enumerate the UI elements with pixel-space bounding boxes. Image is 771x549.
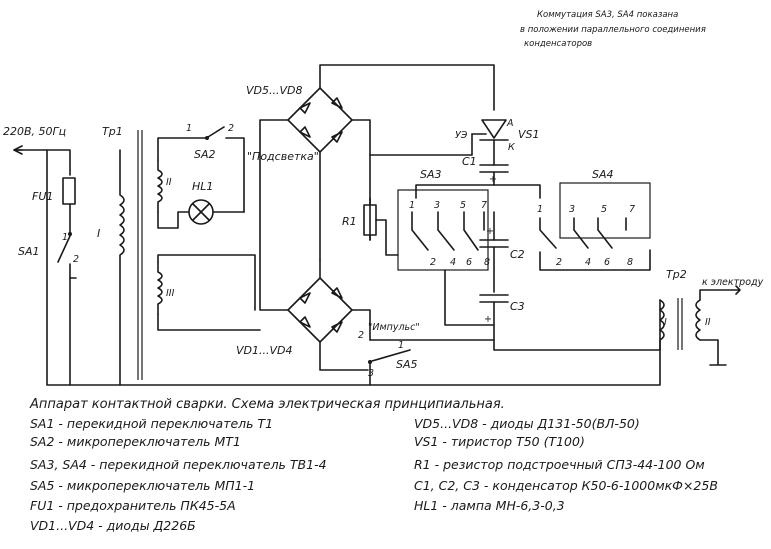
svg-text:R1 - резистор подстроечный СП3: R1 - резистор подстроечный СП3-44-100 Ом	[414, 457, 705, 472]
svg-text:HL1 - лампа МН-6,3-0,3: HL1 - лампа МН-6,3-0,3	[414, 498, 565, 513]
mains-label: 220В, 50Гц	[3, 125, 66, 138]
capacitor-c3: C3 +	[369, 269, 525, 341]
sa2-contact-2: 2	[228, 123, 234, 134]
impuls-label: "Импульс"	[368, 322, 420, 333]
podsvetka-label: "Подсветка"	[247, 150, 319, 163]
svg-text:5: 5	[460, 200, 466, 211]
thyristor-vs1: УЭ А К VS1	[369, 118, 540, 241]
lamp-circuit: 1 2 SA2 "Подсветка" HL1	[157, 123, 319, 229]
svg-text:SA2 - микропереключатель МТ1: SA2 - микропереключатель МТ1	[30, 434, 241, 449]
sa5-label: SA5	[396, 358, 418, 371]
switch-sa1	[57, 235, 71, 263]
svg-text:3: 3	[368, 368, 374, 379]
vd1-vd4-label: VD1...VD4	[236, 344, 292, 357]
switch-sa3: SA3 1 3 5 7 2 4 6 8	[397, 168, 490, 271]
vs1-label: VS1	[518, 128, 540, 141]
switch-sa4: SA4 1 3 5 7 2 4 6 8	[537, 168, 651, 271]
sa3-label: SA3	[420, 168, 442, 181]
transformer-tr1: Тр1 I II III	[97, 125, 175, 386]
tr1-winding-3: III	[166, 288, 175, 299]
sa1-label: SA1	[18, 245, 40, 258]
tr2-label: Тр2	[666, 268, 687, 281]
tr1-winding-1: I	[97, 227, 100, 240]
mains-input: 220В, 50Гц FU1 1 2 SA1	[3, 125, 661, 386]
svg-text:2: 2	[73, 254, 79, 265]
sa5-contact	[371, 349, 411, 362]
svg-text:2: 2	[430, 257, 436, 268]
c3-label: C3	[510, 300, 525, 313]
r1-label: R1	[342, 215, 357, 228]
legend-left: SA1 - перекидной переключатель Т1 SA2 - …	[30, 416, 327, 533]
resistor-r1: R1	[342, 197, 399, 256]
svg-text:1: 1	[62, 232, 68, 243]
svg-text:VS1 - тиристор Т50 (Т100): VS1 - тиристор Т50 (Т100)	[414, 434, 585, 449]
switch-sa2	[207, 126, 225, 138]
tr2-winding-1: I	[664, 317, 667, 328]
kathode-label: К	[508, 142, 516, 153]
tr2-winding-2: II	[705, 317, 711, 328]
hl1-label: HL1	[192, 180, 213, 193]
svg-text:FU1 - предохранитель ПК45-5А: FU1 - предохранитель ПК45-5А	[30, 498, 236, 513]
svg-text:SA1 - перекидной переключатель: SA1 - перекидной переключатель Т1	[30, 416, 273, 431]
capacitor-c2: + C2	[479, 211, 525, 293]
svg-text:1: 1	[409, 200, 415, 211]
tr1-winding-2: II	[166, 177, 172, 188]
svg-text:VD5...VD8 - диоды Д131-50(ВЛ-5: VD5...VD8 - диоды Д131-50(ВЛ-50)	[414, 416, 640, 431]
svg-text:7: 7	[629, 204, 635, 215]
svg-text:6: 6	[604, 257, 610, 268]
svg-text:VD1...VD4 - диоды Д226Б: VD1...VD4 - диоды Д226Б	[30, 518, 196, 533]
diagram-title: Аппарат контактной сварки. Схема электри…	[29, 397, 505, 412]
svg-text:2: 2	[556, 257, 562, 268]
ue-label: УЭ	[455, 130, 468, 141]
bridge-vd1-vd4: VD1...VD4	[157, 254, 371, 371]
svg-text:3: 3	[434, 200, 440, 211]
svg-text:1: 1	[398, 340, 404, 351]
note-line-2: в положении параллельного соединения	[520, 25, 706, 35]
bridge-vd5-vd8: VD5...VD8	[246, 64, 495, 311]
svg-text:1: 1	[537, 204, 543, 215]
fuse-fu1	[62, 177, 76, 205]
c2-label: C2	[510, 248, 525, 261]
svg-text:+: +	[486, 226, 494, 237]
svg-text:SA5 - микропереключатель МП1-1: SA5 - микропереключатель МП1-1	[30, 478, 255, 493]
note-line-1: Коммутация SA3, SA4 показана	[537, 10, 678, 20]
legend-right: VD5...VD8 - диоды Д131-50(ВЛ-50) VS1 - т…	[414, 416, 718, 513]
svg-text:4: 4	[585, 257, 591, 268]
svg-text:+: +	[489, 174, 497, 185]
fu1-label: FU1	[32, 190, 53, 203]
sa2-label: SA2	[194, 148, 216, 161]
anode-label: А	[506, 118, 514, 129]
c1-label: C1	[462, 155, 477, 168]
svg-text:2: 2	[358, 330, 364, 341]
sa4-label: SA4	[592, 168, 614, 181]
switch-sa5: "Импульс" 2 1 3 SA5	[358, 322, 420, 386]
capacitor-c1: C1 +	[415, 155, 541, 199]
svg-text:3: 3	[569, 204, 575, 215]
svg-text:8: 8	[627, 257, 633, 268]
vd5-vd8-label: VD5...VD8	[246, 84, 302, 97]
svg-text:8: 8	[484, 257, 490, 268]
svg-text:SA3, SA4 - перекидной переключ: SA3, SA4 - перекидной переключатель ТВ1-…	[30, 457, 327, 472]
svg-text:C1, C2, C3 - конденсатор К50-6: C1, C2, C3 - конденсатор К50-6-1000мкФ×2…	[414, 478, 718, 493]
sa2-contact-1: 1	[186, 123, 192, 134]
electrode-label: к электроду	[702, 277, 764, 288]
svg-text:5: 5	[601, 204, 607, 215]
tr1-label: Тр1	[102, 125, 123, 138]
svg-text:7: 7	[481, 200, 487, 211]
note-line-3: конденсаторов	[524, 39, 592, 49]
transformer-tr2: Тр2 к электроду I II	[493, 268, 764, 366]
svg-text:6: 6	[466, 257, 472, 268]
svg-text:+: +	[484, 314, 492, 325]
svg-text:4: 4	[450, 257, 456, 268]
